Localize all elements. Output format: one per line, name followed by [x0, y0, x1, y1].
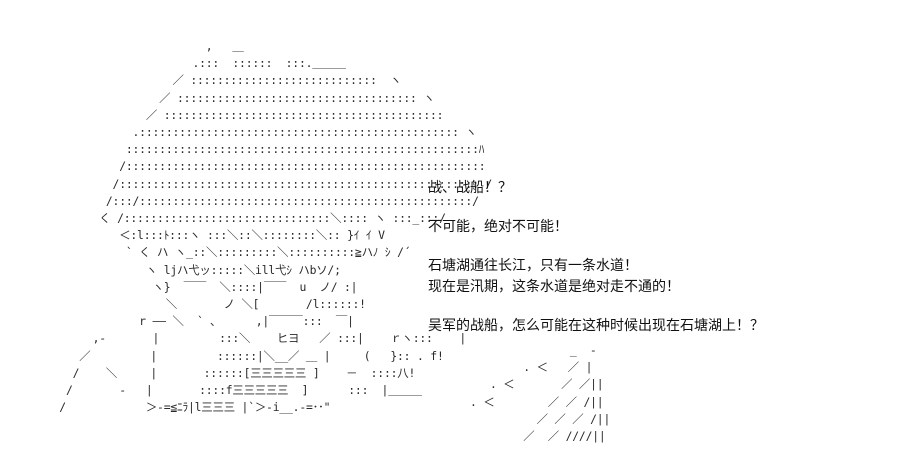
dialogue-block: 战、战船！？ 不可能，绝对不可能！ 石塘湖通往长江，只有一条水道！ 现在是汛期，…	[428, 178, 888, 337]
ascii-reed-art: _ - . ＜ ／ | . ＜ ／ ／|| . ＜ ／ ／ /|| ／ ／ ／ …	[470, 343, 611, 444]
dialogue-line: 现在是汛期，这条水道是绝对走不通的！	[428, 279, 680, 295]
dialogue-line: 战、战船！？	[428, 180, 512, 196]
dialogue-gap	[428, 199, 888, 217]
dialogue-line: 吴军的战船，怎么可能在这种时候出现在石塘湖上！？	[428, 318, 764, 334]
dialogue-line: 石塘湖通往长江，只有一条水道！	[428, 258, 638, 274]
dialogue-gap	[428, 298, 888, 316]
ascii-character-art: , ＿ .::: :::::: :::.＿＿＿ ／ ::::::::::::::…	[59, 39, 493, 415]
dialogue-gap	[428, 238, 888, 256]
dialogue-line: 不可能，绝对不可能！	[428, 219, 568, 235]
